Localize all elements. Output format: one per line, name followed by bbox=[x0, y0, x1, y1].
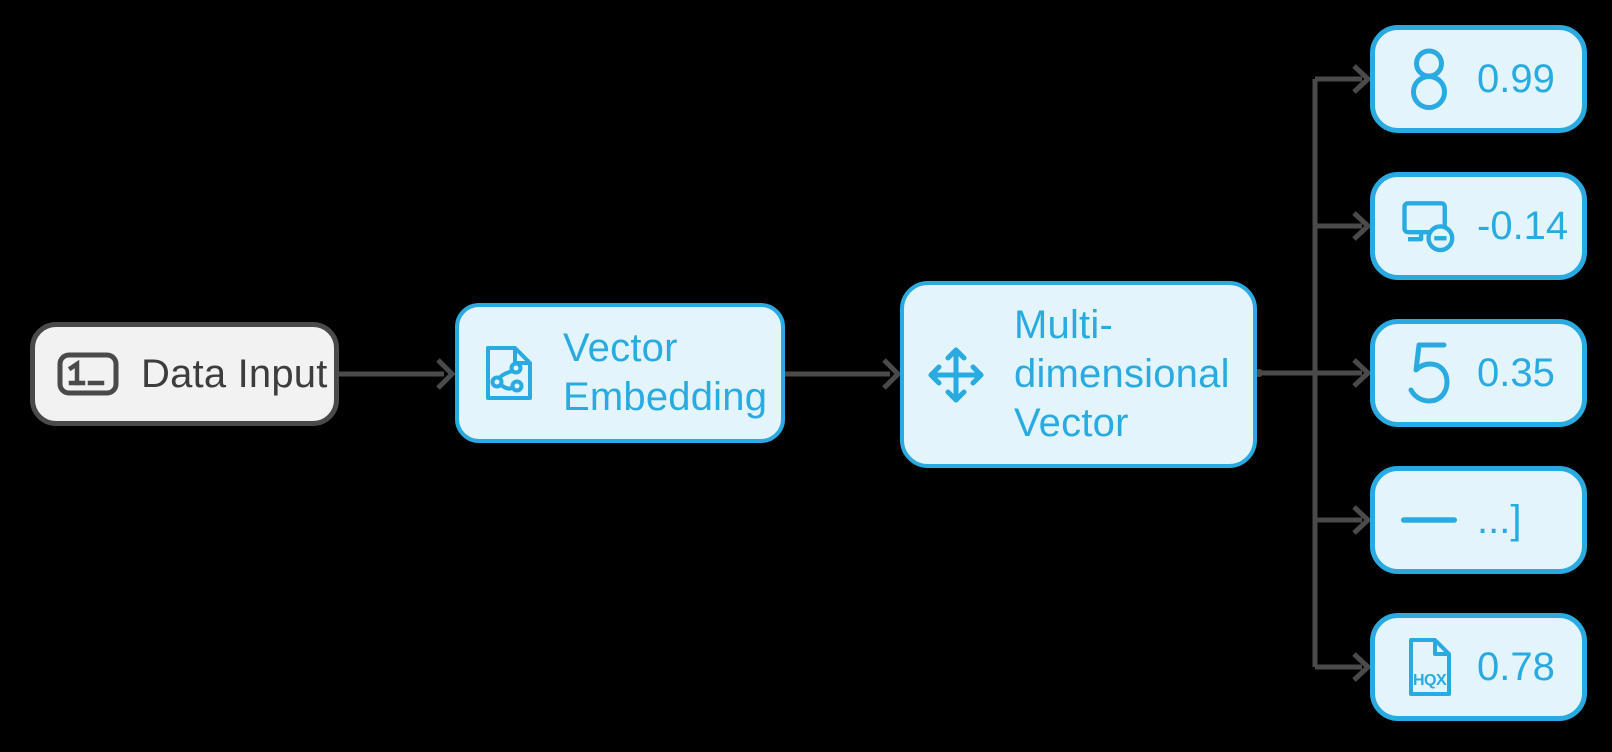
label-line: Embedding bbox=[563, 375, 768, 419]
node-vector-embedding: Vector Embedding bbox=[455, 303, 785, 443]
output-box-1: 0.99 bbox=[1370, 25, 1587, 133]
output-value: 0.99 bbox=[1477, 56, 1555, 101]
arrowhead-icon bbox=[1352, 211, 1372, 241]
arrowhead-icon bbox=[1352, 358, 1372, 388]
connector-input-to-embedding bbox=[339, 358, 456, 390]
move-arrows-icon bbox=[928, 347, 984, 402]
output-value: 0.78 bbox=[1477, 644, 1555, 689]
arrowhead-icon bbox=[882, 358, 902, 390]
connector-vector-to-outputs bbox=[1255, 64, 1372, 682]
dash-icon bbox=[1401, 517, 1457, 523]
file-type-label: HQX bbox=[1413, 672, 1447, 689]
vector-file-icon bbox=[486, 346, 532, 400]
node-data-input: Data Input bbox=[30, 322, 339, 426]
label-line: Vector bbox=[563, 326, 678, 371]
output-box-2: -0.14 bbox=[1370, 172, 1587, 280]
output-value: -0.14 bbox=[1477, 203, 1569, 248]
arrowhead-icon bbox=[436, 358, 456, 390]
output-value: ...] bbox=[1477, 497, 1522, 542]
connector-embedding-to-vector bbox=[785, 358, 902, 390]
label-line: dimensional bbox=[1014, 352, 1230, 397]
output-box-3: 0.35 bbox=[1370, 319, 1587, 427]
node-data-input-label: Data Input bbox=[141, 351, 328, 396]
input-field-icon bbox=[57, 352, 119, 396]
file-hqx-icon: HQX bbox=[1409, 638, 1451, 696]
arrowhead-icon bbox=[1352, 505, 1372, 535]
node-multi-dimensional-vector-label: Multi- dimensional Vector bbox=[1014, 301, 1230, 447]
monitor-minus-icon bbox=[1402, 201, 1455, 253]
node-vector-embedding-label: Vector Embedding bbox=[563, 324, 767, 422]
output-value: 0.35 bbox=[1477, 350, 1555, 395]
arrowhead-icon bbox=[1352, 64, 1372, 94]
label-line: Multi- bbox=[1014, 303, 1113, 348]
arrowhead-icon bbox=[1352, 652, 1372, 682]
output-box-4: ...] bbox=[1370, 466, 1587, 574]
node-multi-dimensional-vector: Multi- dimensional Vector bbox=[900, 281, 1257, 468]
output-box-5: HQX 0.78 bbox=[1370, 613, 1587, 721]
digit-8-icon bbox=[1411, 48, 1447, 110]
digit-5-icon bbox=[1408, 342, 1450, 404]
label-line: Vector bbox=[1014, 400, 1129, 445]
